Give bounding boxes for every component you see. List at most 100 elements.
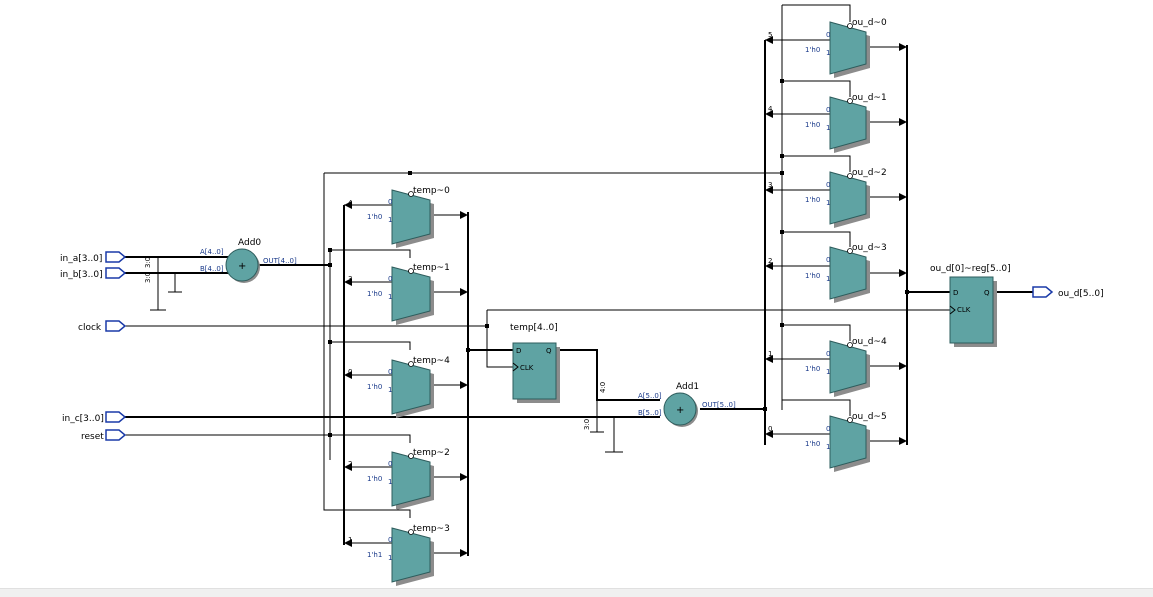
port-reset[interactable]: [105, 429, 127, 441]
out-mux-4-name: ou_d~4: [852, 337, 887, 347]
temp-mux-4[interactable]: [391, 359, 434, 418]
temp-mux-1-name: temp~1: [413, 263, 450, 273]
temp-tap-label: 4:0: [599, 382, 607, 393]
in-a-label: in_a[3..0]: [60, 254, 102, 264]
temp-register[interactable]: [512, 342, 560, 403]
out-mux-0-d0: 0: [826, 31, 830, 39]
add0-op: +: [238, 261, 246, 272]
out-reg-q: Q: [984, 289, 990, 297]
out-mux-4-sel: 1: [768, 350, 772, 358]
clock-label: clock: [78, 323, 102, 333]
out-mux-1-sel: 4: [768, 105, 773, 113]
temp-mux-3[interactable]: [391, 527, 434, 586]
add1-name: Add1: [676, 382, 699, 392]
out-mux-5-d0: 0: [826, 425, 830, 433]
out-mux-1[interactable]: [829, 96, 870, 153]
out-mux-0[interactable]: [829, 21, 870, 78]
junctions: [328, 79, 909, 437]
port-in-b[interactable]: [105, 267, 127, 279]
temp-mux-0-d1: 1: [388, 216, 392, 224]
temp-mux-4-d0: 0: [388, 368, 392, 376]
temp-mux-0-sel: 4: [348, 199, 353, 207]
temp-mux-3-sel: 1: [348, 536, 352, 544]
out-reg-name: ou_d[0]~reg[5..0]: [930, 264, 1011, 274]
out-mux-1-const: 1'h0: [805, 121, 820, 129]
temp-reg-clk: CLK: [520, 364, 534, 372]
temp-mux-4-sel: 0: [348, 368, 352, 376]
out-mux-5-name: ou_d~5: [852, 412, 887, 422]
out-mux-3-name: ou_d~3: [852, 243, 887, 253]
port-clock[interactable]: [105, 320, 127, 332]
out-mux-0-sel: 5: [768, 31, 772, 39]
out-mux-0-const: 1'h0: [805, 46, 820, 54]
c-tap-label: 3:0: [583, 419, 591, 430]
temp-mux-3-d0: 0: [388, 536, 392, 544]
out-mux-1-d0: 0: [826, 106, 830, 114]
out-mux-5[interactable]: [829, 415, 870, 472]
out-mux-4-const: 1'h0: [805, 365, 820, 373]
temp-mux-1[interactable]: [391, 266, 434, 325]
ou-d-label: ou_d[5..0]: [1058, 289, 1104, 299]
out-mux-2-d1: 1: [826, 199, 830, 207]
temp-mux-0-name: temp~0: [413, 186, 450, 196]
temp-mux-4-d1: 1: [388, 386, 392, 394]
temp-mux-2-d1: 1: [388, 478, 392, 486]
out-mux-3[interactable]: [829, 246, 870, 303]
out-mux-1-d1: 1: [826, 124, 830, 132]
temp-mux-2-d0: 0: [388, 460, 392, 468]
temp-mux-1-const: 1'h0: [367, 290, 382, 298]
temp-mux-3-const: 1'h1: [367, 551, 382, 559]
out-mux-2[interactable]: [829, 171, 870, 228]
out-mux-0-name: ou_d~0: [852, 18, 887, 28]
out-mux-3-const: 1'h0: [805, 272, 820, 280]
temp-mux-2-name: temp~2: [413, 448, 450, 458]
out-reg-d: D: [953, 289, 958, 297]
temp-mux-2[interactable]: [391, 451, 434, 510]
out-mux-4-d0: 0: [826, 350, 830, 358]
temp-mux-1-d0: 0: [388, 275, 392, 283]
out-mux-1-name: ou_d~1: [852, 93, 887, 103]
temp-reg-name: temp[4..0]: [510, 323, 558, 333]
add1-pin-b: B[5..0]: [638, 409, 662, 417]
temp-mux-0-d0: 0: [388, 198, 392, 206]
port-in-c[interactable]: [105, 411, 127, 423]
out-mux-5-const: 1'h0: [805, 440, 820, 448]
add0-block[interactable]: +: [225, 248, 260, 283]
add0-pin-out: OUT[4..0]: [263, 257, 297, 265]
port-in-a[interactable]: [105, 251, 127, 263]
out-mux-2-sel: 3: [768, 181, 772, 189]
reset-label: reset: [81, 432, 104, 442]
arrow-heads: [344, 36, 907, 557]
out-reg-clk: CLK: [957, 306, 971, 314]
out-mux-3-d1: 1: [826, 275, 830, 283]
out-mux-4[interactable]: [829, 340, 870, 397]
add1-pin-out: OUT[5..0]: [702, 401, 736, 409]
temp-mux-2-const: 1'h0: [367, 475, 382, 483]
temp-mux-3-name: temp~3: [413, 524, 450, 534]
out-mux-0-d1: 1: [826, 49, 830, 57]
out-mux-2-const: 1'h0: [805, 196, 820, 204]
temp-mux-0[interactable]: [391, 189, 434, 248]
temp-reg-d: D: [516, 347, 521, 355]
port-ou-d[interactable]: [1032, 286, 1054, 298]
add0-name: Add0: [238, 238, 261, 248]
out-mux-2-name: ou_d~2: [852, 168, 887, 178]
add1-op: +: [676, 405, 684, 416]
in-b-label: in_b[3..0]: [60, 270, 103, 280]
add1-block[interactable]: +: [663, 392, 698, 427]
temp-mux-1-d1: 1: [388, 293, 392, 301]
temp-mux-1-sel: 3: [348, 275, 352, 283]
temp-mux-4-const: 1'h0: [367, 383, 382, 391]
temp-mux-2-sel: 2: [348, 460, 352, 468]
bottom-strip: [0, 588, 1153, 597]
b-tap-label: 3:0: [144, 257, 152, 268]
add0-pin-a: A[4..0]: [200, 248, 224, 256]
temp-mux-4-name: temp~4: [413, 356, 450, 366]
out-mux-5-d1: 1: [826, 443, 830, 451]
wires: [125, 4, 1033, 556]
add1-pin-a: A[5..0]: [638, 392, 662, 400]
temp-mux-3-d1: 1: [388, 554, 392, 562]
output-register[interactable]: [949, 276, 997, 347]
add0-pin-b: B[4..0]: [200, 265, 224, 273]
